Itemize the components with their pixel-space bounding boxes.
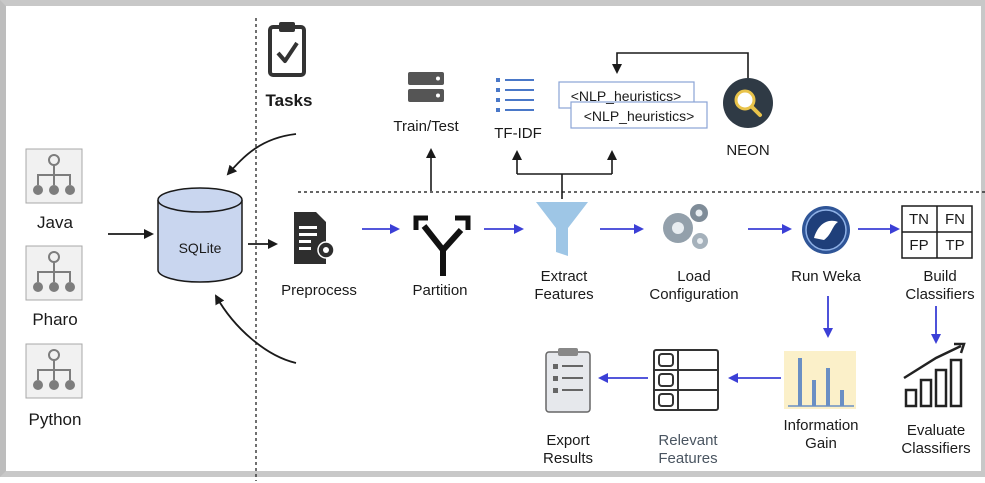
partition-fork-icon: [413, 215, 471, 276]
train-test-label: Train/Test: [393, 118, 459, 135]
information-gain-label: Information Gain: [783, 417, 859, 452]
confusion-cell-tp: TP: [945, 237, 965, 254]
load-configuration-gears-icon: [663, 204, 708, 249]
pharo-hierarchy-icon: [25, 245, 83, 301]
partition-label: Partition: [412, 282, 468, 299]
sqlite-label: SQLite: [178, 240, 222, 256]
tfidf-label: TF-IDF: [494, 125, 542, 142]
extract-features-label: Extract Features: [534, 268, 594, 303]
export-results-clipboard-icon: [545, 348, 591, 413]
tasks-label: Tasks: [265, 91, 313, 110]
diagram-graphics: [25, 18, 985, 481]
arrow-extract-branch: [517, 173, 612, 199]
tfidf-list-icon: [496, 78, 534, 112]
java-hierarchy-icon: [25, 148, 83, 204]
nlp-heuristics-box-2: [570, 101, 708, 129]
python-hierarchy-icon: [25, 343, 83, 399]
language-python-label: Python: [28, 410, 82, 429]
arrow-neon-to-heuristics: [612, 52, 749, 78]
information-gain-chart-icon: [784, 351, 856, 409]
confusion-cell-fp: FP: [909, 237, 929, 254]
export-results-label: Export Results: [542, 432, 594, 467]
relevant-features-label: Relevant Features: [658, 432, 718, 467]
tasks-clipboard-icon: [268, 22, 306, 77]
preprocess-document-gear-icon: [294, 212, 335, 264]
extract-features-funnel-icon: [536, 202, 588, 256]
neon-magnifier-icon: [723, 78, 773, 128]
preprocess-label: Preprocess: [281, 282, 357, 299]
arrow-results-to-sqlite: [215, 294, 297, 364]
neon-label: NEON: [726, 142, 770, 159]
confusion-cell-tn: TN: [909, 211, 929, 228]
language-pharo-label: Pharo: [32, 310, 78, 329]
relevant-features-table-icon: [653, 349, 719, 411]
train-test-server-icon: [408, 72, 444, 102]
run-weka-label: Run Weka: [791, 268, 861, 285]
evaluate-classifiers-trend-icon: [903, 342, 966, 408]
nlp-heuristics-2-label: <NLP_heuristics>: [583, 108, 695, 124]
build-classifiers-label: Build Classifiers: [905, 268, 975, 303]
nlp-heuristics-1-label: <NLP_heuristics>: [570, 88, 682, 104]
run-weka-bird-icon: [802, 206, 850, 254]
arrow-tasks-to-sqlite: [226, 133, 297, 176]
language-java-label: Java: [37, 213, 73, 232]
load-configuration-label: Load Configuration: [649, 268, 739, 303]
confusion-matrix-table: [901, 205, 973, 259]
confusion-cell-fn: FN: [945, 211, 965, 228]
evaluate-classifiers-label: Evaluate Classifiers: [901, 422, 971, 457]
sqlite-cylinder-icon: [157, 187, 243, 283]
